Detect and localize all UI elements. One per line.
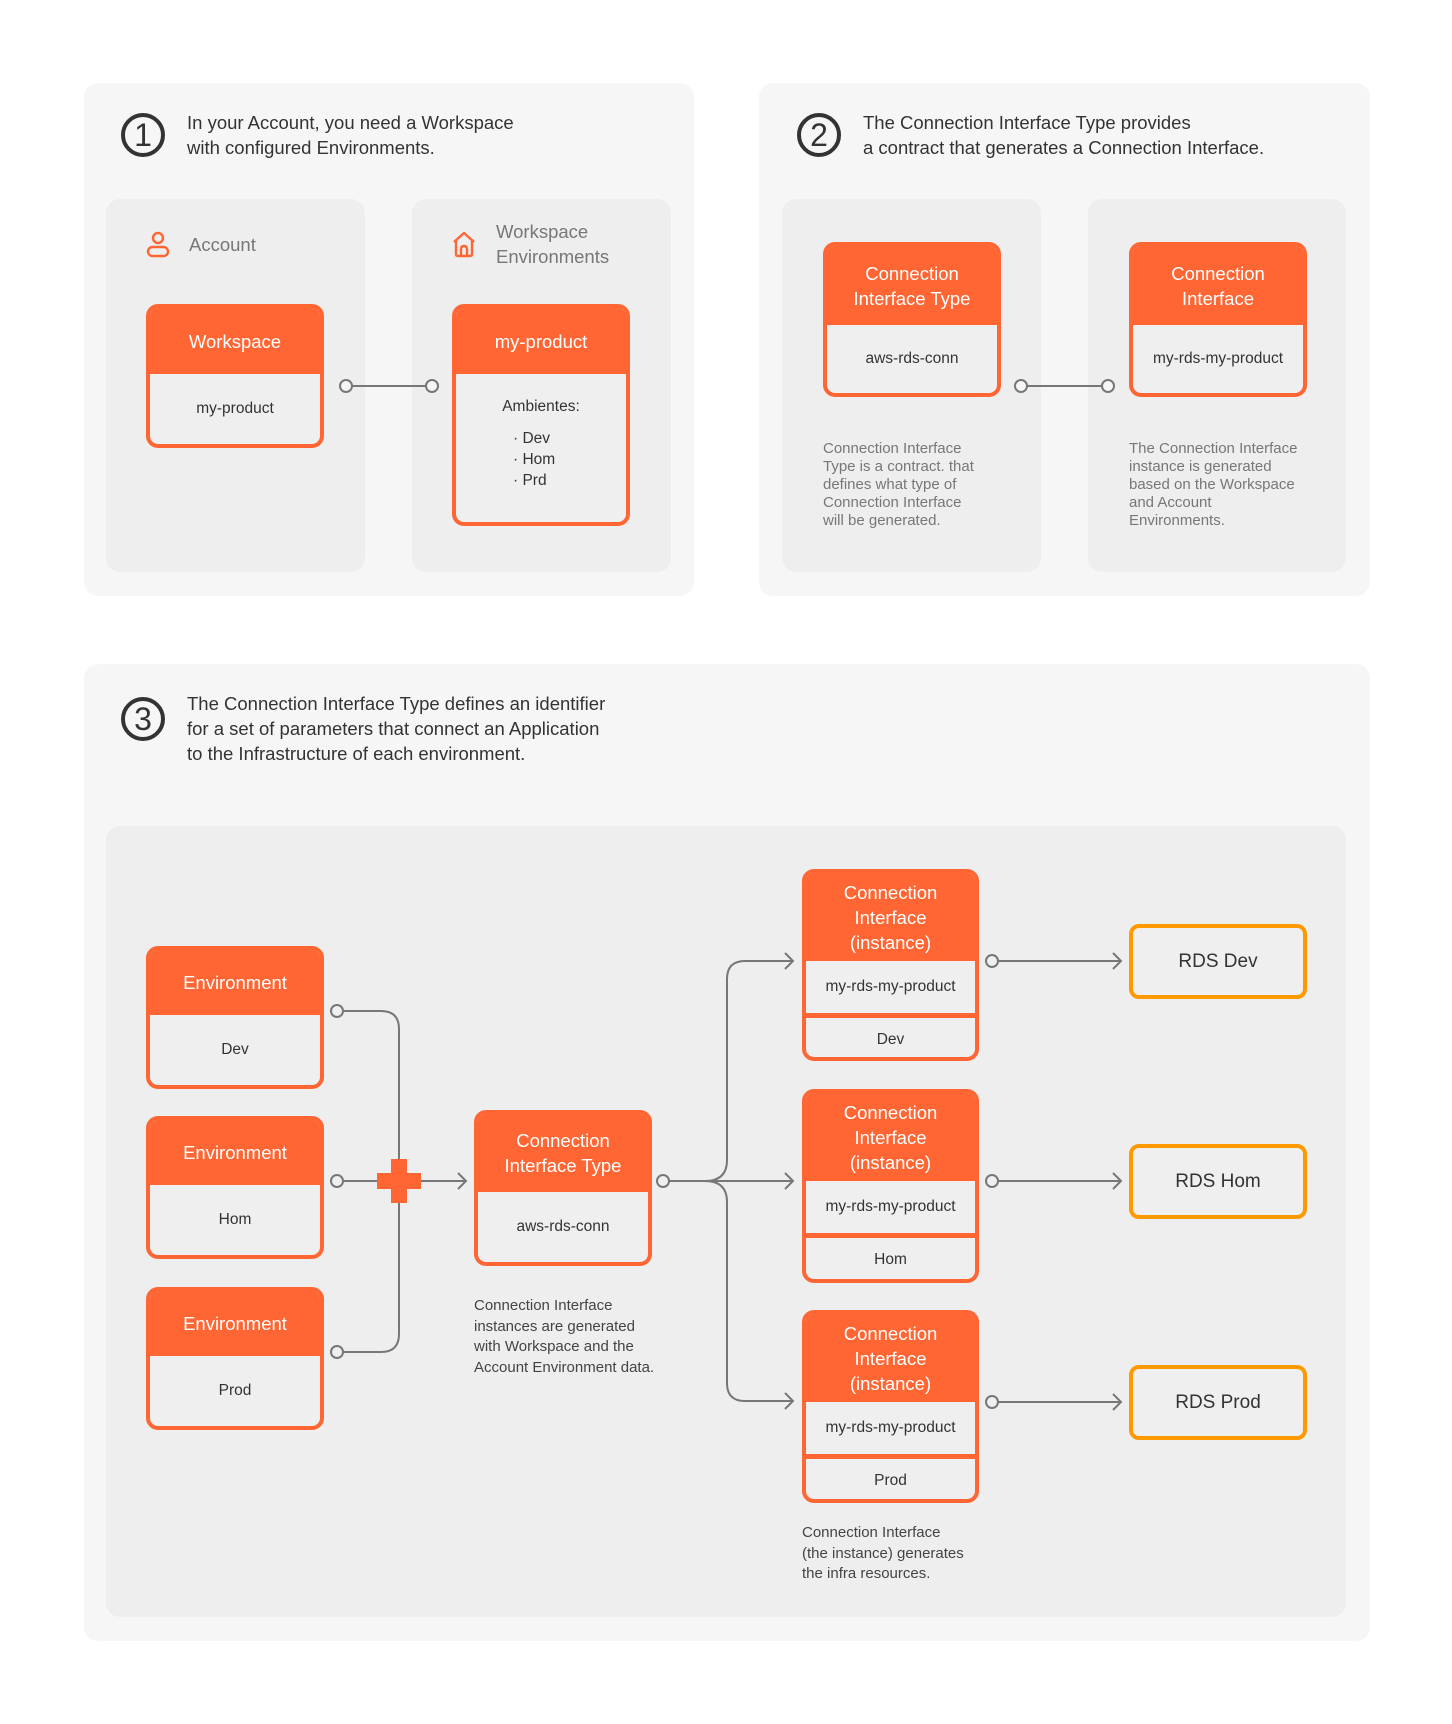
environment-item: · Dev xyxy=(513,430,551,447)
instance-box-dev[interactable]: Connection Interface (instance) my-rds-m… xyxy=(802,869,979,1061)
connector-workspace-to-product xyxy=(339,379,439,393)
instance-name: my-rds-my-product xyxy=(825,1419,956,1436)
plus-icon xyxy=(377,1159,421,1203)
step3-type-box[interactable]: Connection Interface Type aws-rds-conn xyxy=(474,1110,652,1266)
rds-dev-box[interactable]: RDS Dev xyxy=(1129,924,1307,999)
environment-title: Environment xyxy=(150,1291,320,1356)
connector-type-to-interface xyxy=(1014,379,1115,393)
ambientes-label: Ambientes: xyxy=(502,398,580,415)
step3-number-badge: 3 xyxy=(121,697,165,741)
instance-env: Hom xyxy=(806,1233,975,1279)
account-label: Account xyxy=(189,234,256,255)
environment-value: Hom xyxy=(218,1211,252,1228)
step3-type-title: Connection Interface Type xyxy=(478,1114,648,1192)
instance-title: Connection Interface (instance) xyxy=(806,1093,975,1181)
instance-name: my-rds-my-product xyxy=(825,1198,956,1215)
instance-env: Dev xyxy=(806,1013,975,1057)
my-product-box-title: my-product xyxy=(456,308,626,374)
interface-description: The Connection Interface instance is gen… xyxy=(1129,440,1298,529)
instance-env: Prod xyxy=(806,1454,975,1499)
environment-box-prod[interactable]: Environment Prod xyxy=(146,1287,324,1430)
step2-number-badge: 2 xyxy=(797,113,841,157)
step3-heading: The Connection Interface Type defines an… xyxy=(187,693,606,764)
environments-list: Ambientes: · Dev · Hom · Prd xyxy=(456,374,626,491)
environment-title: Environment xyxy=(150,950,320,1015)
connection-interface-type-box[interactable]: Connection Interface Type aws-rds-conn xyxy=(823,242,1001,397)
step2-heading: The Connection Interface Type provides a… xyxy=(863,112,1265,158)
connector-type-to-instances xyxy=(656,952,795,1410)
environment-value: Dev xyxy=(221,1041,249,1058)
step1-heading: In your Account, you need a Workspace wi… xyxy=(187,112,514,158)
instance-box-prod[interactable]: Connection Interface (instance) my-rds-m… xyxy=(802,1310,979,1503)
step1-number-badge: 1 xyxy=(121,113,165,157)
connector-instances-to-rds xyxy=(985,952,1123,1411)
workspace-box-title: Workspace xyxy=(150,308,320,374)
instance-title: Connection Interface (instance) xyxy=(806,1314,975,1402)
workspace-environments-label: Workspace Environments xyxy=(496,221,610,267)
workspace-box[interactable]: Workspace my-product xyxy=(146,304,324,448)
environment-box-hom[interactable]: Environment Hom xyxy=(146,1116,324,1259)
instance-name: my-rds-my-product xyxy=(825,978,956,995)
step3-type-description: Connection Interface instances are gener… xyxy=(474,1297,655,1376)
instance-box-hom[interactable]: Connection Interface (instance) my-rds-m… xyxy=(802,1089,979,1283)
environment-title: Environment xyxy=(150,1120,320,1185)
rds-prod-box[interactable]: RDS Prod xyxy=(1129,1365,1307,1440)
workspace-box-value: my-product xyxy=(196,400,274,417)
home-icon xyxy=(451,230,477,263)
type-box-title: Connection Interface Type xyxy=(827,246,997,325)
instance-description: Connection Interface (the instance) gene… xyxy=(802,1524,964,1582)
environment-box-dev[interactable]: Environment Dev xyxy=(146,946,324,1089)
environment-value: Prod xyxy=(218,1382,252,1399)
environment-item: · Hom xyxy=(513,451,556,468)
type-description: Connection Interface Type is a contract.… xyxy=(823,440,974,529)
interface-box-value: my-rds-my-product xyxy=(1152,350,1284,367)
step3-type-value: aws-rds-conn xyxy=(516,1218,610,1235)
instance-title: Connection Interface (instance) xyxy=(806,873,975,961)
rds-hom-box[interactable]: RDS Hom xyxy=(1129,1144,1307,1219)
my-product-box[interactable]: my-product Ambientes: · Dev · Hom · Prd xyxy=(452,304,630,526)
environment-item: · Prd xyxy=(513,472,547,489)
connection-interface-box[interactable]: Connection Interface my-rds-my-product xyxy=(1129,242,1307,397)
user-icon xyxy=(146,231,170,264)
type-box-value: aws-rds-conn xyxy=(865,350,959,367)
interface-box-title: Connection Interface xyxy=(1133,246,1303,325)
